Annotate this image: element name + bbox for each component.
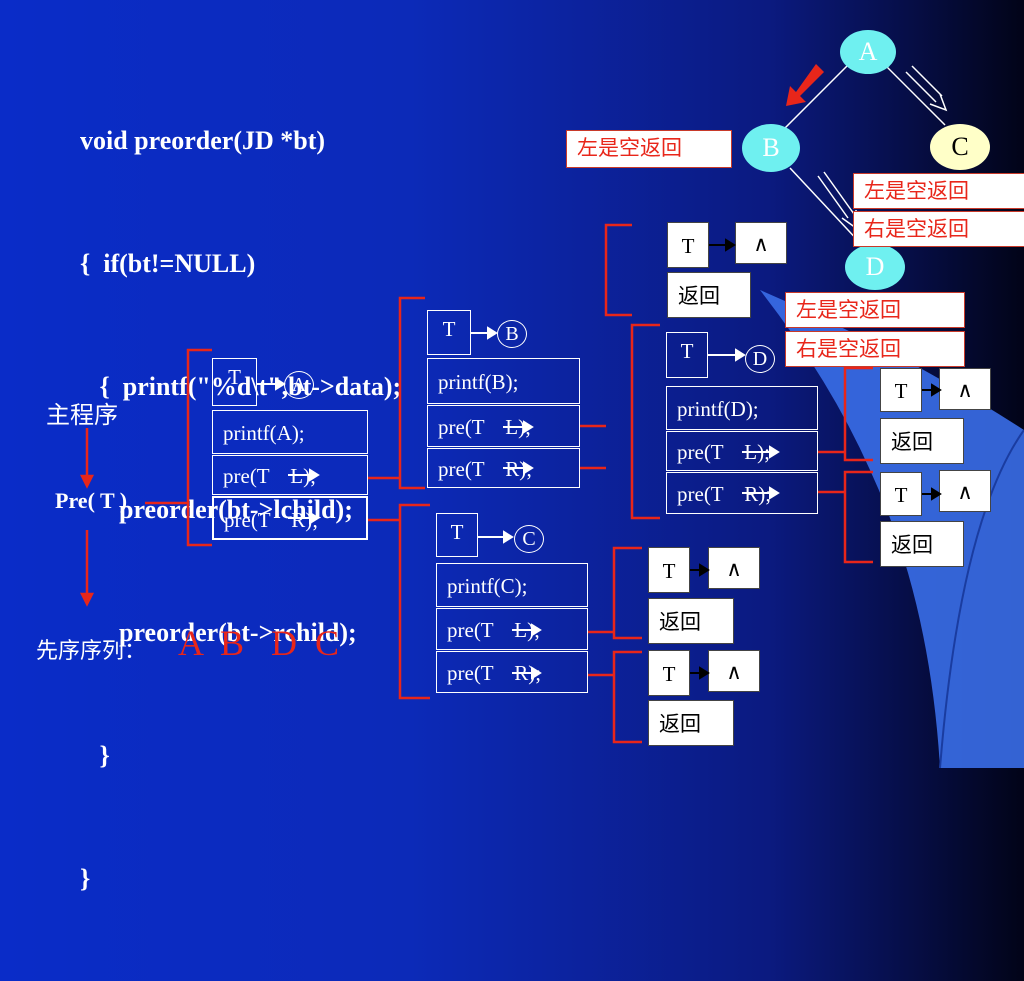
null-d-left-t: T <box>880 368 922 412</box>
frame-a-node: A <box>284 371 314 399</box>
null-d-left-symbol: ∧ <box>939 368 991 410</box>
return-label: 返回 <box>891 430 933 454</box>
null-b-left-symbol: ∧ <box>735 222 787 264</box>
return-label: 返回 <box>678 284 720 308</box>
frame-b-printf: printf(B); <box>427 358 580 404</box>
frame-b-t: T <box>442 317 456 341</box>
frame-c-pre-left: pre(T L); <box>436 608 588 650</box>
label-b-left-empty: 左是空返回 <box>566 130 732 168</box>
frame-d-t: T <box>680 339 694 363</box>
frame-d-pre-right: pre(T R); <box>666 472 818 514</box>
code-line: } <box>80 741 110 770</box>
frame-b-pre-left: pre(T L); <box>427 405 580 447</box>
slide: void preorder(JD *bt) { if(bt!=NULL) { p… <box>36 30 1024 768</box>
code-line: preorder(bt->rchild); <box>80 618 357 647</box>
main-call-label: Pre( T ) <box>55 488 128 513</box>
frame-d-t-box: T <box>666 332 708 378</box>
call-connectors <box>79 64 873 744</box>
return-label: 返回 <box>659 610 701 634</box>
tree-node-c: C <box>930 124 990 170</box>
label-c-left-empty: 左是空返回 <box>853 173 1024 209</box>
sequence-label: 先序序列： <box>36 639 147 664</box>
frame-a-pre-right: pre(T R); <box>212 496 368 540</box>
tree-node-d: D <box>845 244 905 290</box>
null-symbol: ∧ <box>726 557 742 581</box>
code-block: void preorder(JD *bt) { if(bt!=NULL) { p… <box>80 38 401 981</box>
main-program-label: 主程序 <box>46 401 118 429</box>
code-line: { printf("%d\t",bt->data); <box>80 372 402 401</box>
null-t: T <box>894 483 908 507</box>
return-label: 返回 <box>891 533 933 557</box>
null-d-right-symbol: ∧ <box>939 470 991 512</box>
null-c-left-t: T <box>648 547 690 593</box>
null-d-left-return: 返回 <box>880 418 964 464</box>
null-symbol: ∧ <box>753 232 769 256</box>
null-symbol: ∧ <box>957 480 973 504</box>
frame-a-printf: printf(A); <box>212 410 368 454</box>
null-d-right-return: 返回 <box>880 521 964 567</box>
null-d-right-t: T <box>880 472 922 516</box>
frame-c-node: C <box>514 525 544 553</box>
null-t: T <box>681 234 695 258</box>
null-b-left-return: 返回 <box>667 272 751 318</box>
sequence-value: A B D C <box>178 623 340 663</box>
frame-c-printf: printf(C); <box>436 563 588 607</box>
null-t: T <box>894 379 908 403</box>
null-c-right-t: T <box>648 650 690 696</box>
frame-d-pre-left: pre(T L); <box>666 431 818 471</box>
frame-a-t: T <box>228 365 241 389</box>
label-c-right-empty: 右是空返回 <box>853 211 1024 247</box>
null-c-left-symbol: ∧ <box>708 547 760 589</box>
frame-c-t-box: T <box>436 513 478 557</box>
frame-d-printf: printf(D); <box>666 386 818 430</box>
frame-d-node: D <box>745 345 775 373</box>
null-c-right-symbol: ∧ <box>708 650 760 692</box>
null-symbol: ∧ <box>726 660 742 684</box>
return-label: 返回 <box>659 712 701 736</box>
frame-b-pre-right: pre(T R); <box>427 448 580 488</box>
null-t: T <box>662 662 676 686</box>
frame-a-pre-left: pre(T L); <box>212 455 368 495</box>
code-line: } <box>80 864 91 893</box>
frame-a-t-box: T <box>212 358 257 406</box>
label-d-right-empty: 右是空返回 <box>785 331 965 367</box>
tree-node-b: B <box>742 124 800 172</box>
frame-c-t: T <box>450 520 464 544</box>
null-t: T <box>662 559 676 583</box>
frame-b-node: B <box>497 320 527 348</box>
code-line: { if(bt!=NULL) <box>80 249 256 278</box>
frame-c-pre-right: pre(T R); <box>436 651 588 693</box>
null-c-right-return: 返回 <box>648 700 734 746</box>
label-d-left-empty: 左是空返回 <box>785 292 965 328</box>
tree-node-a: A <box>840 30 896 74</box>
null-c-left-return: 返回 <box>648 598 734 644</box>
null-b-left-t: T <box>667 222 709 268</box>
null-symbol: ∧ <box>957 378 973 402</box>
frame-b-t-box: T <box>427 310 471 355</box>
code-line: void preorder(JD *bt) <box>80 126 326 155</box>
